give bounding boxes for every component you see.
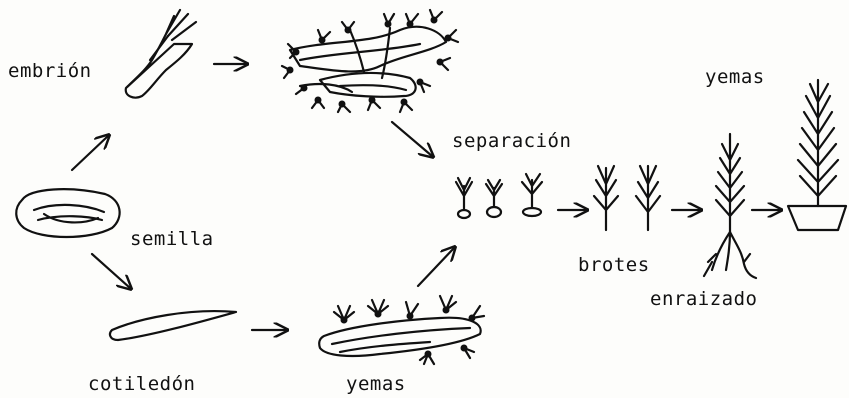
shoot-2-icon bbox=[636, 166, 660, 230]
label-embrion: embrión bbox=[8, 60, 92, 82]
buds-cluster-bottom-icon bbox=[319, 296, 484, 364]
label-cotiledon: cotiledón bbox=[88, 373, 195, 395]
label-enraizado: enraizado bbox=[650, 288, 757, 310]
label-semilla: semilla bbox=[130, 228, 214, 250]
rooted-plantlet-icon bbox=[704, 134, 756, 278]
shoot-1-icon bbox=[594, 166, 618, 230]
label-yemas-bottom: yemas bbox=[346, 373, 406, 395]
embryo-icon bbox=[126, 10, 196, 98]
arrow-top-buds-to-separation bbox=[392, 122, 432, 156]
label-brotes: brotes bbox=[578, 254, 650, 276]
potted-plant-icon bbox=[788, 80, 846, 230]
seed-icon bbox=[16, 189, 119, 237]
buds-cluster-top-icon bbox=[282, 10, 458, 112]
arrow-seed-to-cotyledon bbox=[92, 254, 130, 288]
label-separacion: separación bbox=[452, 130, 571, 152]
explant-2-icon bbox=[486, 180, 502, 217]
arrow-bottom-buds-to-separation bbox=[418, 248, 454, 286]
arrow-seed-to-embryo bbox=[72, 136, 108, 170]
label-yemas-top: yemas bbox=[705, 66, 765, 88]
explant-3-icon bbox=[522, 174, 542, 216]
cotyledon-icon bbox=[110, 311, 236, 340]
explant-1-icon bbox=[456, 178, 472, 218]
